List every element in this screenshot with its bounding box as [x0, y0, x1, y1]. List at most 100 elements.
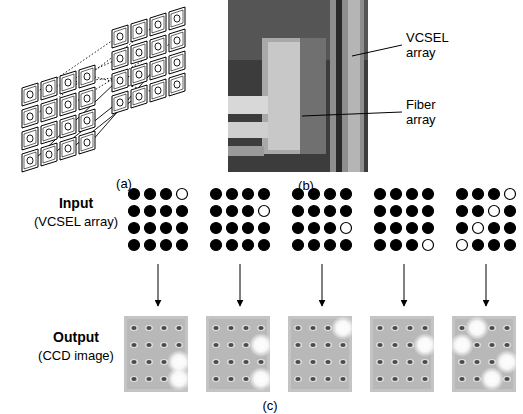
bright-spot — [331, 316, 355, 340]
vcsel-on-dot — [211, 240, 222, 251]
ccd-dot — [161, 326, 166, 330]
vcsel-on-dot — [407, 206, 418, 217]
ccd-ring — [212, 359, 220, 365]
ccd-ring — [473, 359, 481, 365]
vcsel-off-dot — [259, 206, 270, 217]
cell-inner — [114, 72, 126, 89]
ccd-ring — [160, 376, 168, 382]
ccd-dot — [243, 360, 248, 364]
ccd-dot — [459, 377, 464, 381]
array-cell — [22, 127, 38, 150]
ccd-ring — [406, 325, 414, 331]
photo — [228, 0, 368, 172]
vcsel-on-dot — [325, 206, 336, 217]
ccd-ring — [503, 342, 511, 348]
array-cell — [131, 19, 147, 42]
ccd-dot — [258, 326, 263, 330]
vcsel-on-dot — [457, 206, 468, 217]
ccd-dot — [422, 377, 427, 381]
ccd-dot — [377, 377, 382, 381]
ccd-ring — [309, 342, 317, 348]
bright-spot — [413, 333, 437, 357]
cell-inner — [114, 50, 126, 67]
vcsel-on-dot — [227, 240, 238, 251]
cell-inner — [62, 118, 74, 135]
ccd-dot — [295, 326, 300, 330]
vcsel-on-dot — [325, 240, 336, 251]
vcsel-on-dot — [375, 206, 386, 217]
array-cell — [22, 105, 38, 128]
ccd-ring — [503, 325, 511, 331]
vcsel-on-dot — [129, 206, 140, 217]
cell-aperture — [136, 27, 142, 34]
vcsel-on-dot — [473, 206, 484, 217]
vcsel-on-dot — [489, 223, 500, 234]
vcsel-on-dot — [129, 240, 140, 251]
ccd-ring — [160, 325, 168, 331]
ccd-dot — [504, 326, 509, 330]
cell-inner — [81, 134, 93, 151]
array-cell — [60, 115, 76, 138]
cell-inner — [114, 28, 126, 45]
cell-inner — [43, 80, 55, 97]
ccd-ring — [257, 325, 265, 331]
cell-inner — [43, 146, 55, 163]
vcsel-on-dot — [145, 206, 156, 217]
vcsel-on-dot — [243, 240, 254, 251]
vcsel-on-dot — [161, 206, 172, 217]
cell-inner — [62, 96, 74, 113]
vcsel-on-dot — [505, 206, 516, 217]
cell-inner — [62, 140, 74, 157]
vcsel-on-dot — [341, 189, 352, 200]
ccd-dot — [377, 326, 382, 330]
ccd-dot — [325, 360, 330, 364]
cell-inner — [171, 10, 183, 27]
ccd-dot — [146, 343, 151, 347]
ccd-dot — [228, 377, 233, 381]
ccd-ring — [242, 325, 250, 331]
bright-spot — [249, 333, 273, 357]
ccd-ring — [130, 359, 138, 365]
ccd-ring — [160, 359, 168, 365]
cell-aperture — [174, 15, 180, 22]
vcsel-on-dot — [259, 240, 270, 251]
ccd-dot — [422, 326, 427, 330]
cell-inner — [24, 108, 36, 125]
cell-aperture — [117, 99, 123, 106]
vcsel-on-dot — [145, 223, 156, 234]
vcsel-on-dot — [227, 206, 238, 217]
vcsel-on-dot — [505, 240, 516, 251]
vcsel-on-dot — [375, 189, 386, 200]
array-cell — [79, 131, 95, 154]
array-cell — [150, 35, 166, 58]
vcsel-off-dot — [177, 189, 188, 200]
ccd-dot — [131, 377, 136, 381]
cell-inner — [171, 32, 183, 49]
vcsel-on-dot — [341, 206, 352, 217]
ccd-dot — [489, 326, 494, 330]
array-cell — [112, 91, 128, 114]
interconnect-illustration — [22, 7, 185, 172]
ccd-ring — [376, 359, 384, 365]
cell-inner — [152, 82, 164, 99]
vcsel-ccd-grids — [124, 189, 519, 393]
array-cell — [169, 7, 185, 30]
vcsel-on-dot — [309, 240, 320, 251]
ccd-ring — [488, 359, 496, 365]
array-cell — [150, 79, 166, 102]
down-arrow — [486, 264, 487, 306]
ccd-dot — [131, 360, 136, 364]
ccd-dot — [474, 343, 479, 347]
down-arrow — [404, 264, 405, 306]
ccd-ring — [391, 342, 399, 348]
ccd-dot — [489, 343, 494, 347]
cell-aperture — [136, 93, 142, 100]
ccd-dot — [161, 377, 166, 381]
ccd-ring — [376, 376, 384, 382]
array-cell — [22, 149, 38, 172]
ccd-dot — [295, 343, 300, 347]
vcsel-on-dot — [293, 223, 304, 234]
cell-aperture — [174, 59, 180, 66]
vcsel-on-dot — [325, 223, 336, 234]
part-label: VCSEL array — [406, 30, 462, 60]
